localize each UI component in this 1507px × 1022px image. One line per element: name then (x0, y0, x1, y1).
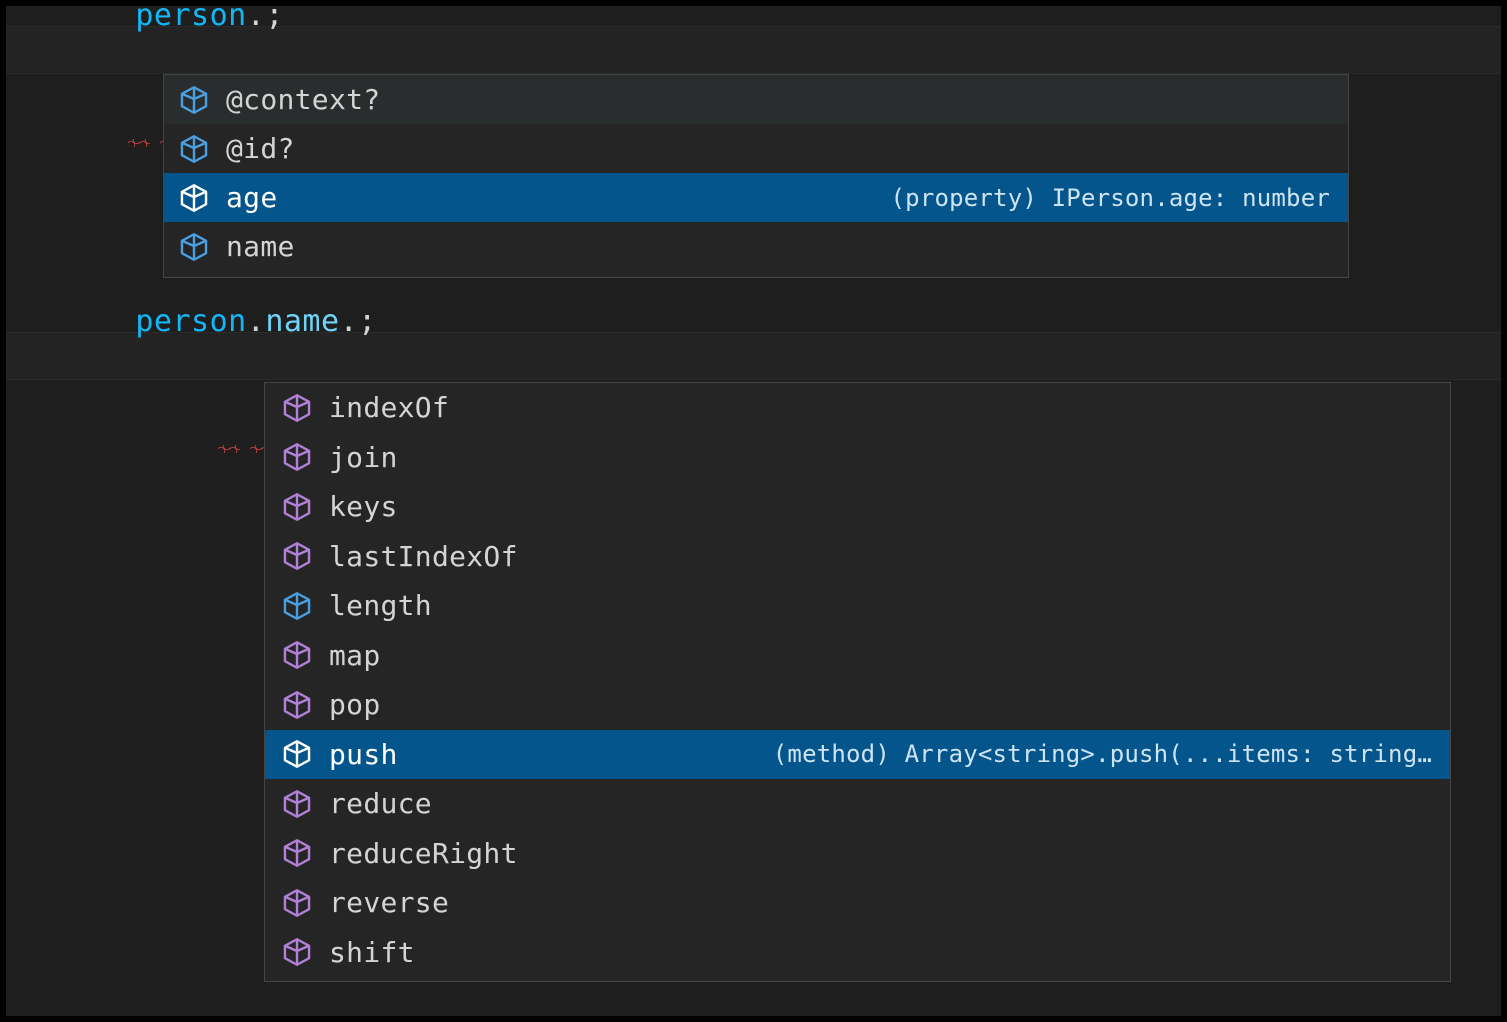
suggestion-label: shift (329, 935, 415, 969)
code-editor[interactable]: person.; @context? @id? (6, 6, 1501, 1016)
suggestion-item-shift[interactable]: shift (265, 927, 1450, 977)
property-cube-icon (176, 82, 212, 118)
suggestion-label: map (329, 638, 381, 672)
property-cube-icon (176, 131, 212, 167)
code-line-1[interactable]: person.; (6, 6, 1501, 147)
token-dot-2b: . (339, 303, 359, 339)
suggestion-item-map[interactable]: map (265, 630, 1450, 680)
error-squiggle-dot-2 (218, 444, 240, 453)
token-semicolon-2: ; (358, 303, 377, 339)
suggestion-item-reverse[interactable]: reverse (265, 878, 1450, 928)
suggestion-label: keys (329, 490, 398, 524)
code-line-2[interactable]: person.name.; (6, 304, 1501, 453)
suggestion-label: @context? (226, 83, 381, 116)
suggestion-label: name (226, 230, 295, 263)
property-cube-icon (176, 180, 212, 216)
method-cube-icon (279, 934, 315, 970)
array-member-suggestion-popup[interactable]: indexOf join keys (264, 382, 1451, 982)
token-variable-person-1: person (135, 6, 247, 33)
suggestion-item-lastindexof[interactable]: lastIndexOf (265, 531, 1450, 581)
code-line-2-text: person.name.; (6, 269, 377, 453)
method-cube-icon (279, 885, 315, 921)
code-line-1-text: person.; (6, 6, 284, 147)
suggestion-label: pop (329, 688, 381, 722)
token-dot-1: . (246, 6, 266, 33)
suggestion-item-keys[interactable]: keys (265, 482, 1450, 532)
token-dot-2a: . (246, 303, 266, 339)
suggestion-detail: (method) Array<string>.push(...items: st… (772, 740, 1432, 769)
suggestion-label: reverse (329, 886, 450, 920)
suggestion-item-push[interactable]: push (method) Array<string>.push(...item… (265, 729, 1450, 779)
method-cube-icon (279, 637, 315, 673)
suggestion-item-reduce[interactable]: reduce (265, 779, 1450, 829)
method-cube-icon (279, 687, 315, 723)
suggestion-label: indexOf (329, 391, 450, 425)
error-squiggle-semicolon-2 (250, 444, 272, 453)
method-cube-icon (279, 390, 315, 426)
suggestion-item-name[interactable]: name (164, 222, 1348, 271)
method-cube-icon (279, 835, 315, 871)
suggestion-label: reduceRight (329, 836, 518, 870)
method-cube-icon (279, 786, 315, 822)
property-cube-icon (279, 588, 315, 624)
suggestion-item-indexof[interactable]: indexOf (265, 383, 1450, 433)
suggestion-item-pop[interactable]: pop (265, 680, 1450, 730)
method-cube-icon (279, 489, 315, 525)
method-cube-icon (279, 439, 315, 475)
suggestion-detail: (property) IPerson.age: number (890, 183, 1330, 212)
suggestion-label: push (329, 737, 398, 771)
suggestion-label: length (329, 589, 432, 623)
suggestion-item-id[interactable]: @id? (164, 124, 1348, 173)
token-semicolon-1: ; (265, 6, 284, 33)
token-property-name: name (265, 303, 340, 339)
suggestion-label: reduce (329, 787, 432, 821)
suggestion-item-join[interactable]: join (265, 432, 1450, 482)
suggestion-item-context[interactable]: @context? (164, 75, 1348, 124)
suggestion-item-length[interactable]: length (265, 581, 1450, 631)
property-cube-icon (176, 229, 212, 265)
suggestion-label: @id? (226, 132, 295, 165)
method-cube-icon (279, 538, 315, 574)
method-cube-icon (279, 736, 315, 772)
suggestion-item-reduceright[interactable]: reduceRight (265, 828, 1450, 878)
suggestion-label: join (329, 440, 398, 474)
member-suggestion-popup[interactable]: @context? @id? age (property) IPerson. (163, 74, 1349, 278)
suggestion-item-age[interactable]: age (property) IPerson.age: number (164, 173, 1348, 222)
suggestion-label: age (226, 181, 278, 214)
suggestion-label: lastIndexOf (329, 539, 518, 573)
token-variable-person-2: person (135, 303, 247, 339)
error-squiggle-dot-1 (128, 138, 150, 147)
